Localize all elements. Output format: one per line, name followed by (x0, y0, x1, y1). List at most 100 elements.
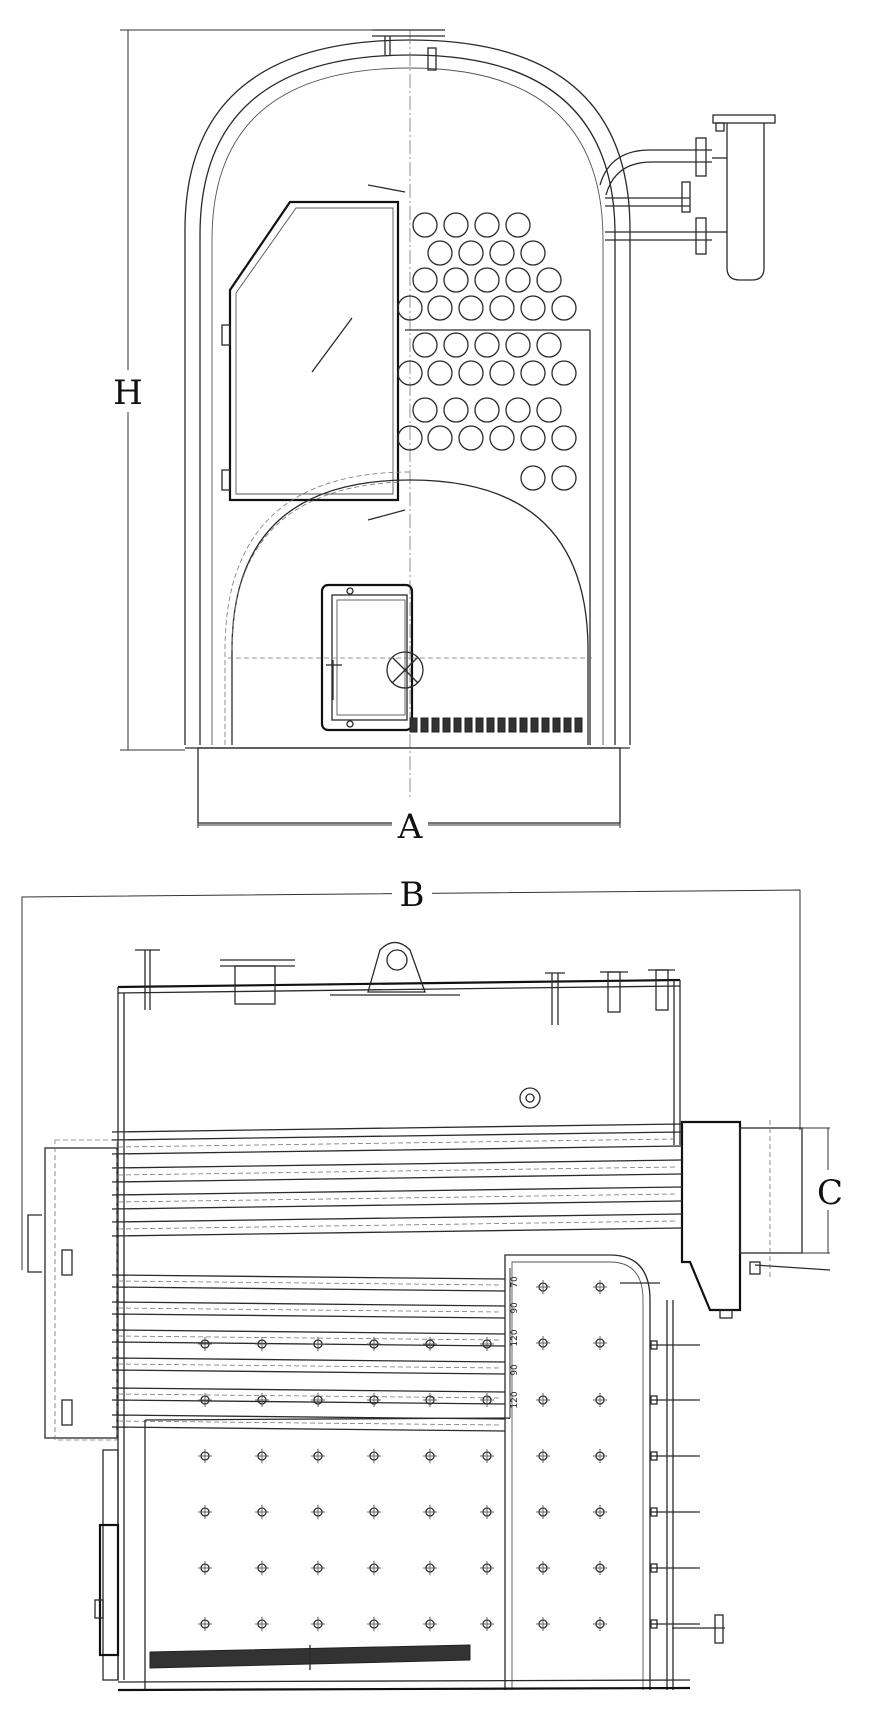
fire-tube (474, 332, 500, 358)
grate-bar (508, 717, 517, 733)
lower-fire-tubes (111, 1274, 511, 1432)
fire-tube (412, 332, 438, 358)
tube-line (111, 1313, 506, 1319)
tube-spacing-label: 120 (510, 1329, 520, 1346)
front-view: H A (110, 29, 776, 847)
air-damper (386, 651, 424, 689)
sight-port (519, 1087, 541, 1109)
tube-line (111, 1329, 506, 1335)
fire-tube (397, 295, 423, 321)
staybolt (367, 1337, 381, 1351)
dimension-b: B (21, 872, 801, 1270)
grate-bar (574, 717, 583, 733)
tube-centerline (117, 1280, 501, 1286)
dimension-h: H (110, 29, 375, 751)
staybolt (311, 1337, 325, 1351)
tube-line (111, 1227, 683, 1237)
lifting-lug (367, 941, 426, 993)
staybolt (255, 1449, 269, 1463)
fire-tube (536, 332, 562, 358)
grate-bar (420, 717, 429, 733)
tube-line (111, 1341, 506, 1347)
staybolt (255, 1617, 269, 1631)
staybolt (480, 1561, 494, 1575)
staybolt (593, 1280, 607, 1294)
fire-tube (536, 267, 562, 293)
fire-tube (397, 425, 423, 451)
grate-bar (409, 717, 418, 733)
fire-tube (520, 295, 546, 321)
staybolt (480, 1505, 494, 1519)
fire-tube (474, 267, 500, 293)
staybolt (593, 1336, 607, 1350)
fire-tube (412, 397, 438, 423)
staybolt (536, 1505, 550, 1519)
fire-tube (520, 425, 546, 451)
fire-tube (443, 212, 469, 238)
staybolt (198, 1617, 212, 1631)
fire-tube (551, 425, 577, 451)
staybolt (423, 1505, 437, 1519)
staybolt (480, 1449, 494, 1463)
tube-line (111, 1387, 506, 1393)
tube-bank (397, 212, 577, 491)
staybolt (593, 1505, 607, 1519)
tube-spacing-label: 120 (510, 1391, 520, 1408)
staybolt (311, 1561, 325, 1575)
staybolt (423, 1449, 437, 1463)
shell-inner-2 (211, 67, 604, 745)
outlet-nozzles (599, 114, 776, 281)
flue-outlet (680, 1120, 831, 1319)
grate-bar (431, 717, 440, 733)
fire-tube (427, 360, 453, 386)
staybolt (536, 1617, 550, 1631)
staybolt (593, 1617, 607, 1631)
fire-tube (443, 267, 469, 293)
door-handle (311, 317, 353, 373)
fire-tube (520, 465, 546, 491)
tube-line (111, 1131, 683, 1141)
tube-line (111, 1200, 683, 1210)
fire-tube (551, 360, 577, 386)
staybolt (480, 1337, 494, 1351)
fire-tube (505, 212, 531, 238)
tube-centerline (117, 1420, 501, 1426)
firebox-arch (231, 479, 589, 745)
tube-centerline (117, 1307, 501, 1313)
tube-line (111, 1301, 506, 1307)
top-nozzles (135, 949, 675, 1025)
staybolt (593, 1449, 607, 1463)
grate-bars (409, 717, 583, 733)
staybolt (311, 1449, 325, 1463)
staybolt (423, 1561, 437, 1575)
staybolt (536, 1280, 550, 1294)
staybolt (198, 1505, 212, 1519)
staybolt (367, 1449, 381, 1463)
fire-tube (443, 332, 469, 358)
grate-bar (486, 717, 495, 733)
front-door-side (94, 1449, 120, 1681)
fire-tube (397, 360, 423, 386)
grate-bar (519, 717, 528, 733)
tube-line (111, 1399, 506, 1405)
staybolt (593, 1393, 607, 1407)
ash-door (320, 583, 414, 732)
staybolt (423, 1617, 437, 1631)
fire-tube (520, 240, 546, 266)
staybolt (198, 1449, 212, 1463)
grate-bar (552, 717, 561, 733)
tube-centerline (117, 1166, 677, 1176)
fire-tube (551, 465, 577, 491)
fire-tube (458, 425, 484, 451)
fire-tube (427, 425, 453, 451)
fire-tube (489, 425, 515, 451)
tube-centerline (117, 1138, 677, 1148)
fire-tube (505, 332, 531, 358)
dimension-c: C (790, 1127, 852, 1254)
fire-tube (520, 360, 546, 386)
fire-tube (505, 397, 531, 423)
fire-tube (427, 295, 453, 321)
staybolt (255, 1561, 269, 1575)
grate-bar (442, 717, 451, 733)
